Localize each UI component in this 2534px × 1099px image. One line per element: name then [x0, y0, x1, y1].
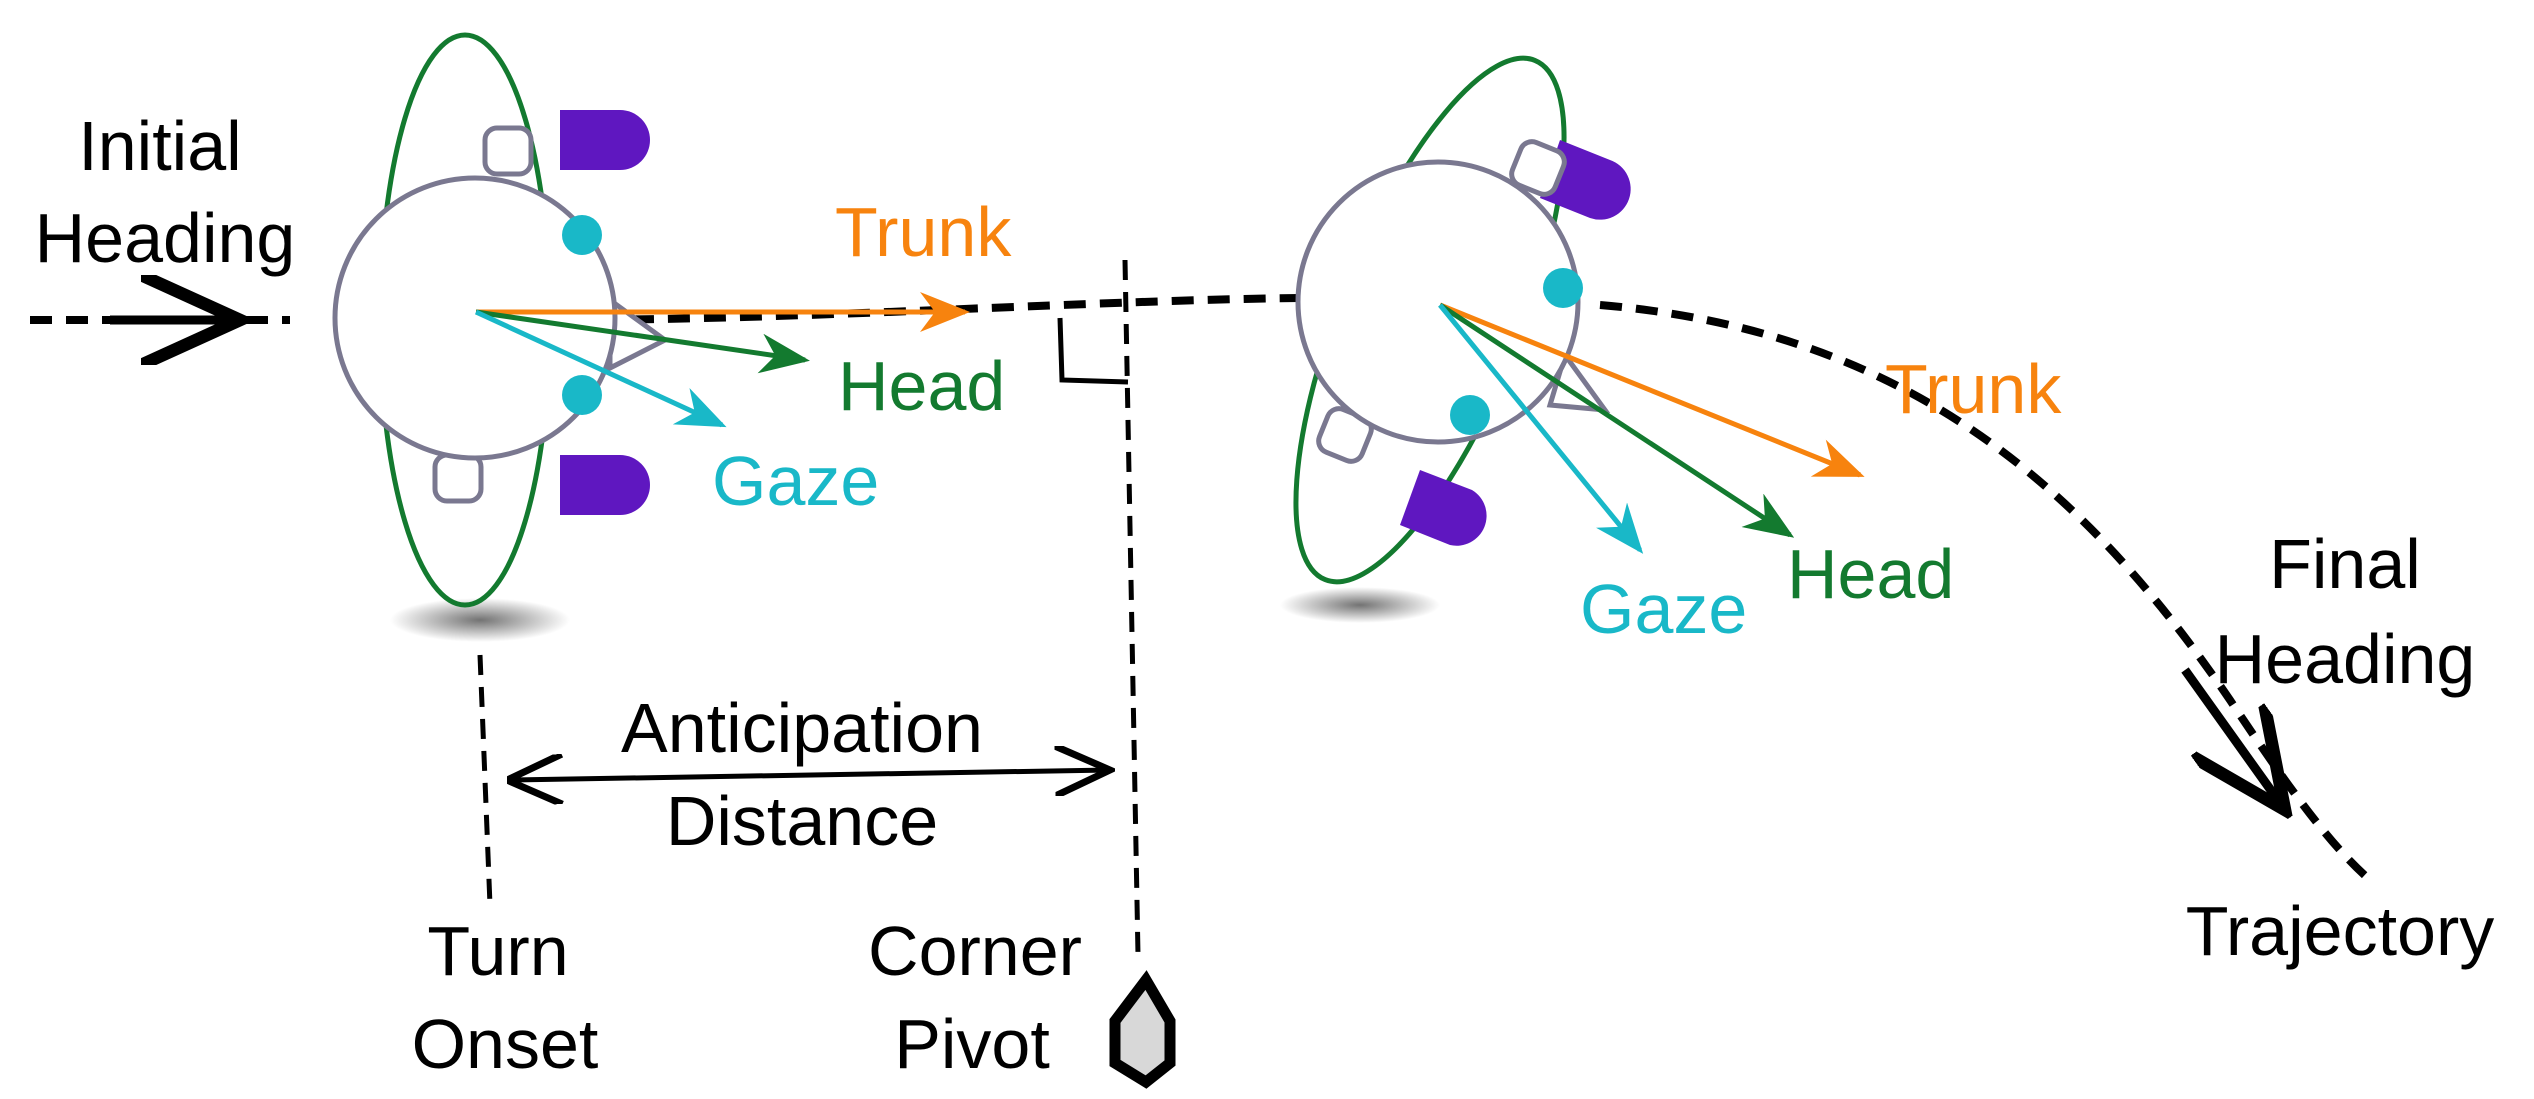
final-heading-label-1: Final	[2269, 525, 2421, 603]
gaze-label-right: Gaze	[1580, 570, 1747, 648]
anticipation-distance-label-2: Distance	[666, 782, 938, 860]
turn-onset-label-1: Turn	[427, 912, 568, 990]
initial-heading-label-2: Heading	[35, 199, 296, 277]
foot-bottom	[1400, 470, 1487, 546]
anticipation-distance-arrow	[512, 770, 1110, 780]
gaze-label-left: Gaze	[712, 442, 879, 520]
corner-pivot-label-1: Corner	[868, 912, 1082, 990]
walker-shadow	[390, 598, 570, 642]
walker-turn-onset	[332, 32, 970, 642]
head-circle	[332, 175, 618, 461]
eye-bottom	[562, 375, 602, 415]
eye-bottom	[1450, 395, 1490, 435]
walker-shadow	[1280, 587, 1440, 623]
gaze-arrow	[474, 309, 727, 428]
head-label-left: Head	[838, 347, 1005, 425]
eye-top	[1543, 268, 1583, 308]
trajectory-label: Trajectory	[2186, 892, 2495, 970]
turn-onset-line	[477, 654, 493, 906]
trunk-label-right: Trunk	[1885, 350, 2062, 428]
foot-bottom	[560, 455, 650, 515]
head-circle	[1295, 159, 1581, 445]
trunk-label-left: Trunk	[835, 193, 1012, 271]
ear-bottom	[432, 452, 484, 504]
anticipation-distance-label-1: Anticipation	[621, 689, 983, 767]
head-arrow	[475, 309, 810, 374]
gaze-arrow	[1438, 303, 1644, 554]
head-arrow	[1438, 302, 1795, 538]
eye-top	[562, 215, 602, 255]
trunk-arrow	[1439, 302, 1865, 478]
corner-pivot-line	[1122, 259, 1141, 956]
ear-top	[1509, 139, 1567, 197]
corner-pivot-label-2: Pivot	[894, 1005, 1050, 1083]
final-heading-arrow	[2181, 667, 2285, 810]
walker-turning	[1280, 55, 1865, 623]
foot-top	[560, 110, 650, 170]
final-heading-label-2: Heading	[2215, 620, 2476, 698]
hexagon-icon	[1109, 970, 1176, 1089]
head-label-right: Head	[1787, 535, 1954, 613]
initial-heading-label-1: Initial	[78, 107, 241, 185]
turn-onset-label-2: Onset	[412, 1005, 599, 1083]
ear-top	[482, 125, 534, 177]
right-angle-marker	[1057, 317, 1129, 385]
